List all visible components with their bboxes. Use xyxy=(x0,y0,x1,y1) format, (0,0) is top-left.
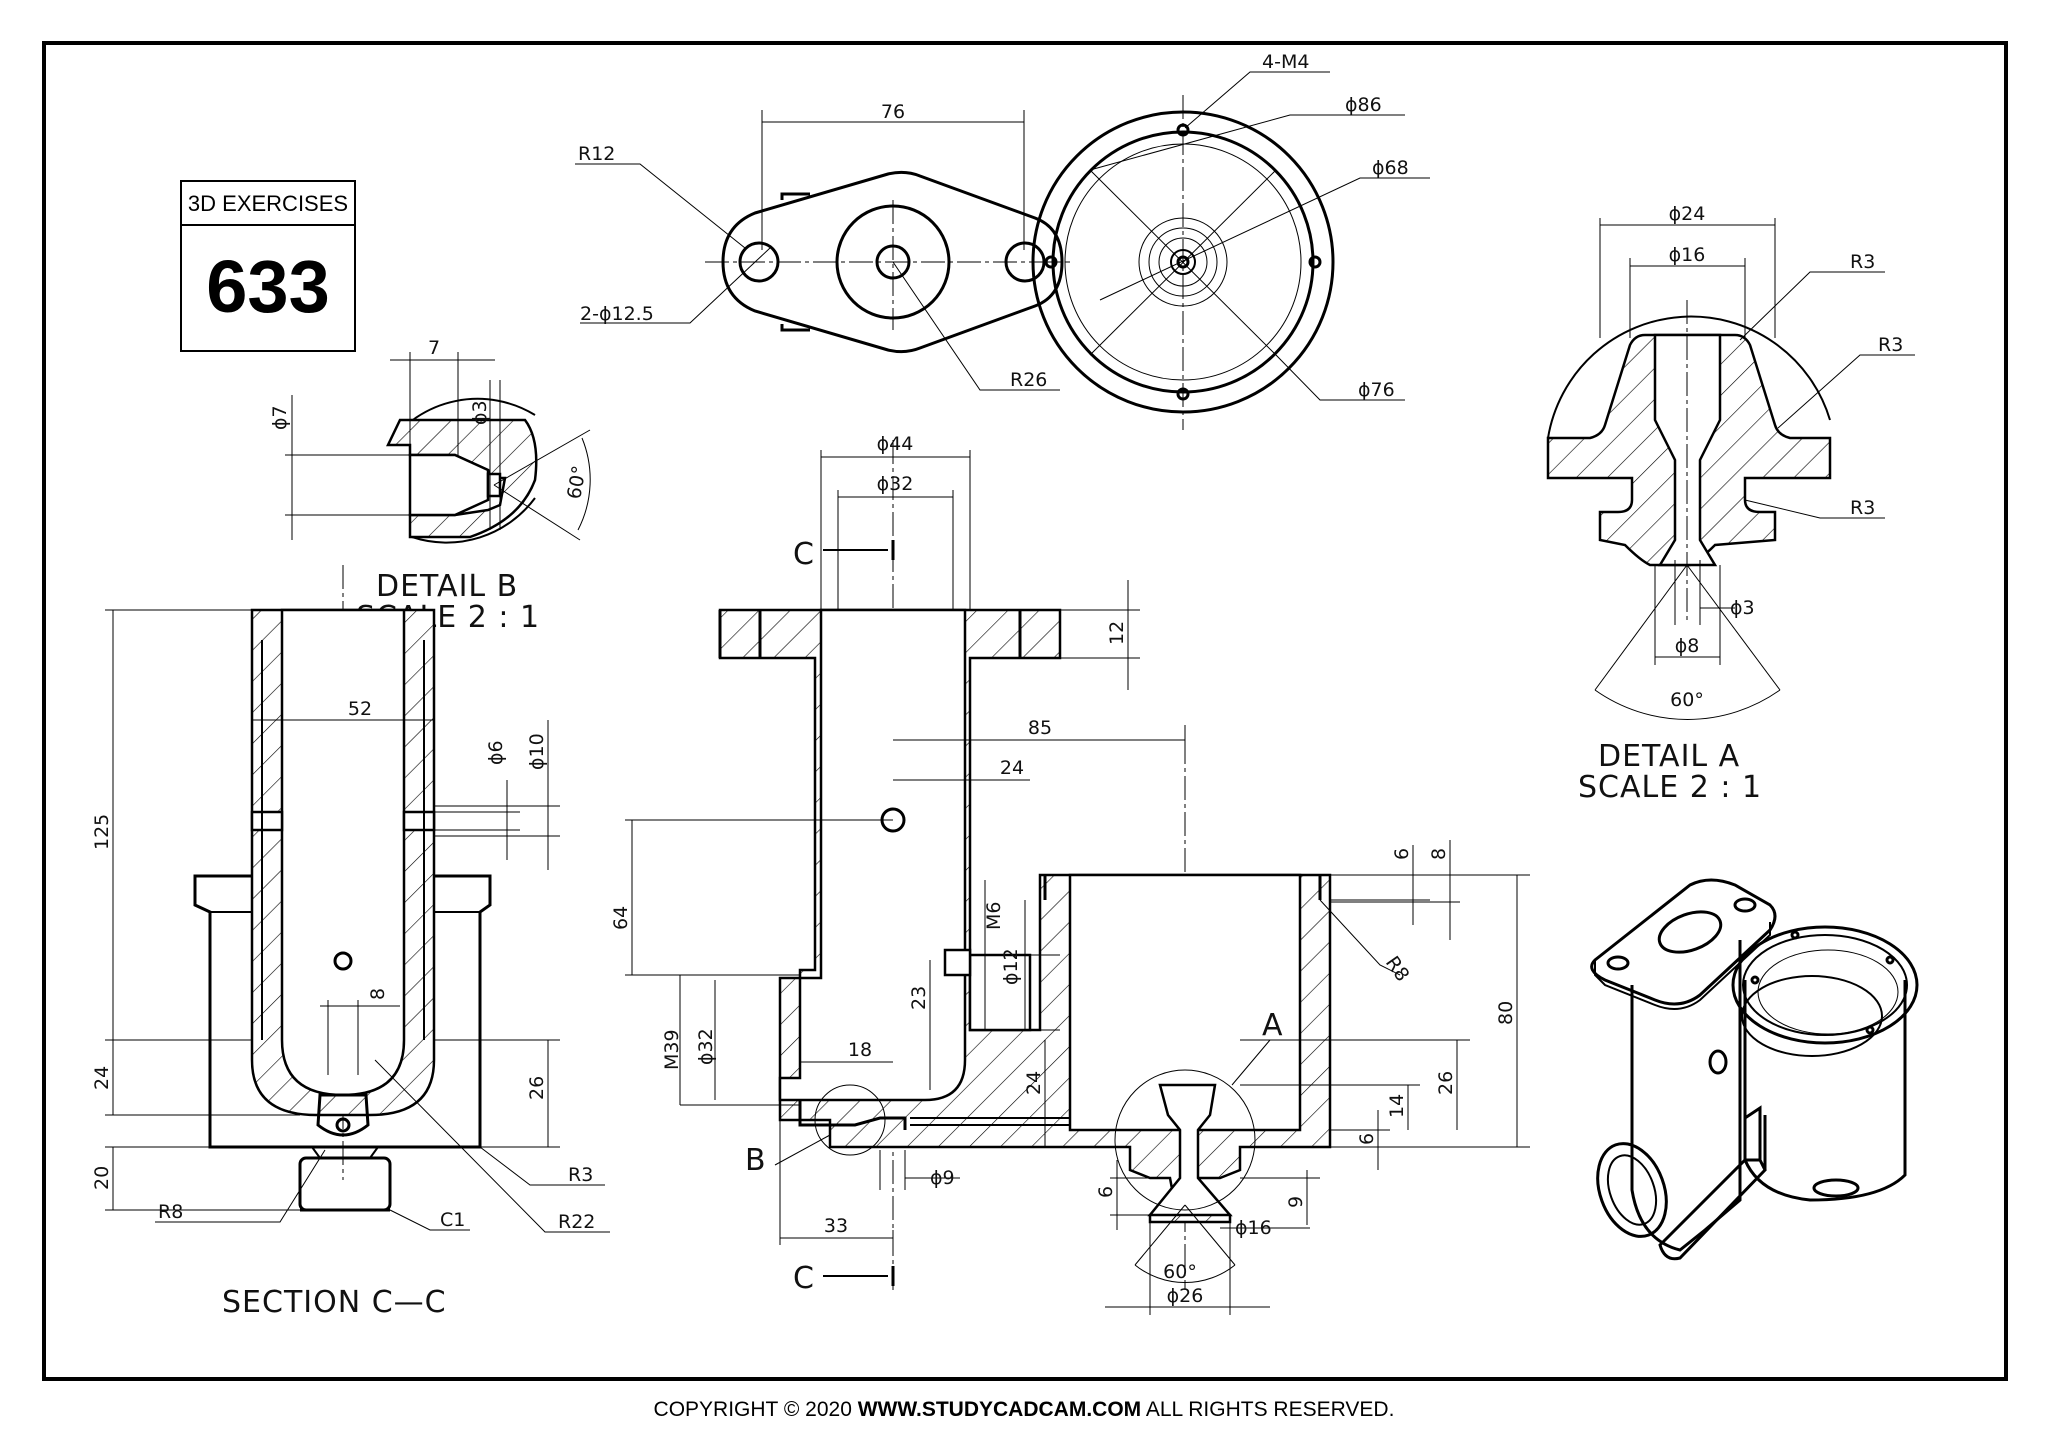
front-dim-m6: M6 xyxy=(983,902,1005,930)
detail-a-dim-r3-3: R3 xyxy=(1850,497,1875,519)
front-view: C C ϕ44 ϕ32 12 85 2 xyxy=(610,433,1530,1315)
section-dim-r3: R3 xyxy=(568,1164,593,1186)
front-dim-9: 9 xyxy=(1285,1196,1307,1208)
detail-b-dim-60: 60° xyxy=(563,464,591,501)
detail-a: ϕ24 ϕ16 R3 R3 R3 ϕ3 ϕ8 60° DETAIL A SCAL… xyxy=(1546,203,1915,805)
dim-4m4: 4-M4 xyxy=(1262,51,1309,73)
dim-76: 76 xyxy=(881,101,905,123)
dim-d68: ϕ68 xyxy=(1372,157,1409,179)
detail-a-dim-d3: ϕ3 xyxy=(1730,597,1755,619)
title-block: 3D EXERCISES 633 xyxy=(180,180,356,352)
section-dim-52: 52 xyxy=(348,698,372,720)
detail-a-dim-60: 60° xyxy=(1670,689,1704,711)
section-dim-125: 125 xyxy=(91,814,113,850)
cut-c-bottom: C xyxy=(793,1261,815,1296)
front-dim-18: 18 xyxy=(848,1039,872,1061)
front-dim-d32b: ϕ32 xyxy=(695,1028,717,1065)
front-dim-33: 33 xyxy=(824,1215,848,1237)
section-dim-8: 8 xyxy=(367,988,389,1000)
front-dim-23: 23 xyxy=(908,986,930,1010)
section-dim-r8: R8 xyxy=(158,1201,183,1223)
copyright: COPYRIGHT © 2020 WWW.STUDYCADCAM.COM ALL… xyxy=(654,1398,1395,1421)
section-dim-26: 26 xyxy=(526,1076,548,1100)
copyright-site[interactable]: WWW.STUDYCADCAM.COM xyxy=(858,1398,1141,1421)
section-dim-d6: ϕ6 xyxy=(485,740,507,765)
detail-a-marker: A xyxy=(1262,1008,1284,1043)
front-dim-d32: ϕ32 xyxy=(877,473,914,495)
front-dim-r8: R8 xyxy=(1381,952,1414,985)
section-dim-24: 24 xyxy=(91,1066,113,1090)
copyright-suffix: ALL RIGHTS RESERVED. xyxy=(1141,1398,1394,1421)
front-dim-d16: ϕ16 xyxy=(1235,1217,1272,1239)
front-dim-12: 12 xyxy=(1106,621,1128,645)
front-dim-26: 26 xyxy=(1435,1071,1457,1095)
section-title: SECTION C—C xyxy=(222,1285,447,1320)
detail-a-dim-r3-2: R3 xyxy=(1878,334,1903,356)
dim-d86: ϕ86 xyxy=(1345,94,1382,116)
isometric-view xyxy=(1590,878,1919,1261)
section-cc: 125 52 ϕ6 ϕ10 8 24 26 20 R3 R22 R8 C xyxy=(91,565,610,1320)
detail-a-dim-d16: ϕ16 xyxy=(1669,244,1706,266)
front-dim-8: 8 xyxy=(1428,848,1450,860)
front-dim-80: 80 xyxy=(1495,1001,1517,1025)
front-dim-m39: M39 xyxy=(661,1029,683,1070)
front-dim-24b: 24 xyxy=(1023,1071,1045,1095)
front-dim-6: 6 xyxy=(1391,848,1413,860)
front-dim-60: 60° xyxy=(1163,1261,1197,1283)
front-dim-d12: ϕ12 xyxy=(1000,948,1022,985)
detail-b: 7 ϕ7 ϕ3 60° DETAIL B SCALE 2 : 1 xyxy=(269,337,591,635)
front-dim-d44: ϕ44 xyxy=(877,433,914,455)
front-dim-85: 85 xyxy=(1028,717,1052,739)
front-dim-6b: 6 xyxy=(1356,1133,1378,1145)
title-block-label: 3D EXERCISES xyxy=(188,191,348,216)
section-dim-d10: ϕ10 xyxy=(526,733,548,770)
sheet-border xyxy=(42,41,2008,1381)
detail-a-dim-r3-1: R3 xyxy=(1850,251,1875,273)
detail-a-dim-d24: ϕ24 xyxy=(1669,203,1706,225)
detail-b-dim-d7: ϕ7 xyxy=(269,405,291,430)
section-dim-r22: R22 xyxy=(558,1211,595,1233)
section-dim-c1: C1 xyxy=(440,1209,465,1231)
detail-b-dim-7: 7 xyxy=(428,337,440,359)
front-dim-64: 64 xyxy=(610,906,632,930)
dim-d76: ϕ76 xyxy=(1358,379,1395,401)
dim-r26: R26 xyxy=(1010,369,1047,391)
front-dim-14: 14 xyxy=(1386,1094,1408,1118)
detail-b-dim-d3: ϕ3 xyxy=(469,400,491,425)
copyright-prefix: COPYRIGHT © 2020 xyxy=(654,1398,858,1421)
detail-a-dim-d8: ϕ8 xyxy=(1675,635,1700,657)
detail-b-marker: B xyxy=(745,1143,767,1178)
exercise-number: 633 xyxy=(206,245,329,328)
front-dim-24: 24 xyxy=(1000,757,1024,779)
detail-b-title: DETAIL B xyxy=(376,569,518,604)
dim-holes: 2-ϕ12.5 xyxy=(580,303,654,325)
cut-c-top: C xyxy=(793,537,815,572)
front-dim-6c: 6 xyxy=(1095,1186,1117,1198)
dim-r12: R12 xyxy=(578,143,615,165)
top-view: 76 R12 2-ϕ12.5 R26 4-M4 ϕ86 ϕ68 ϕ76 xyxy=(575,51,1430,430)
front-dim-d9: ϕ9 xyxy=(930,1167,955,1189)
front-dim-d26: ϕ26 xyxy=(1167,1285,1204,1307)
detail-a-title: DETAIL A xyxy=(1598,739,1740,774)
section-dim-20: 20 xyxy=(91,1166,113,1190)
detail-a-scale: SCALE 2 : 1 xyxy=(1578,770,1762,805)
